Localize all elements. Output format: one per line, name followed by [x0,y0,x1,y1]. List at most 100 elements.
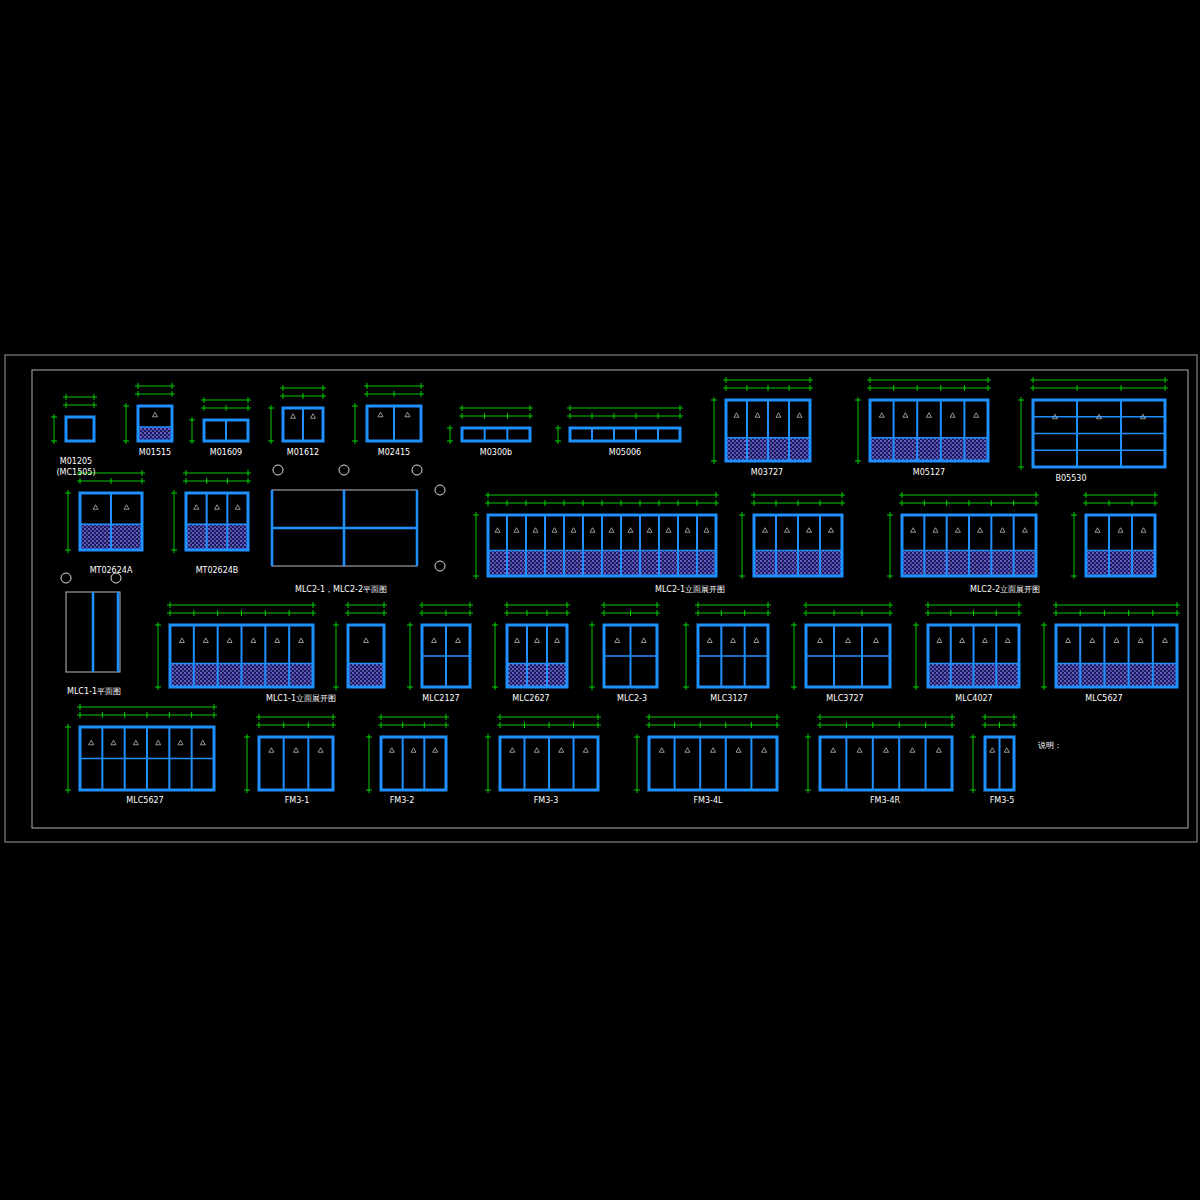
mullion [402,737,404,790]
drawing-label: MLC3727 [826,694,863,704]
dimension-line [183,473,251,474]
dimension-tick [768,610,769,616]
glass-mark [762,748,767,753]
dimension-line [256,725,336,726]
dimension-tick [268,408,274,409]
dimension-tick [171,550,177,551]
mullion [193,625,195,687]
window-elevation [155,602,316,690]
transom [186,524,248,526]
mullion [657,428,659,441]
dimension-tick [265,610,266,616]
window-frame [66,417,94,441]
dimension-line [808,734,809,793]
window-elevation [485,714,601,793]
window-frame [500,737,598,790]
transom [170,663,313,665]
mullion [898,737,900,790]
mullion [573,737,575,790]
dimension-tick [969,500,970,506]
transom [80,758,214,760]
plan-wall [117,592,120,672]
axis-bubble [435,485,445,495]
dimension-tick [66,402,67,408]
transom [870,437,988,439]
window-frame [754,515,842,576]
dimension-tick [214,704,215,710]
glass-mark [685,748,690,753]
dimension-tick [462,413,463,419]
dimension-tick [313,610,314,616]
plan-wall [92,592,95,672]
dimension-tick [855,400,861,401]
glass-mark [552,528,557,533]
window-elevation [366,714,449,793]
dimension-tick [985,714,986,720]
drawing-label: FM3-4R [870,796,900,806]
dimension-line [803,613,893,614]
glass-mark [736,748,741,753]
dimension-tick [674,722,675,728]
dimension-line [271,405,272,444]
dimension-tick [614,413,615,419]
dimension-tick [680,413,681,419]
mullion [423,737,425,790]
glass-mark [879,413,884,418]
dimension-line [77,707,217,708]
glass-mark [311,414,316,419]
window-elevation [791,602,893,690]
dimension-tick [887,576,893,577]
dimension-tick [902,500,903,506]
window-frame [1086,515,1155,576]
dimension-tick [422,610,423,616]
glass-mark [200,740,205,745]
dimension-line [817,717,955,718]
dimension-tick [768,602,769,608]
dimension-tick [507,602,508,608]
drawing-label: M01205 [60,457,92,467]
glass-mark [534,748,539,753]
mullion [950,625,952,687]
dimension-tick [289,610,290,616]
dimension-tick [227,478,228,484]
dimension-tick [51,441,57,442]
mullion [506,515,508,576]
glass-mark [389,748,394,753]
glass-mark [936,748,941,753]
glass-mark [641,638,646,643]
dimension-tick [447,441,453,442]
window-frame [806,625,890,687]
dimension-line [858,397,859,464]
dimension-tick [604,602,605,608]
glass-mark [1004,748,1009,753]
dimension-line [973,734,974,793]
dimension-line [410,622,411,690]
dimension-tick [1056,610,1057,616]
window-elevation [333,602,387,690]
dimension-tick [470,610,471,616]
dimension-tick [244,737,250,738]
mullion [677,515,679,576]
dimension-tick [348,602,349,608]
dimension-line [925,605,1022,606]
dimension-line [378,717,449,718]
window-elevation [447,405,533,444]
glass-mark [1118,528,1123,533]
dimension-tick [649,722,650,728]
mullion [995,625,997,687]
dimension-tick [549,722,550,728]
dimension-line [1044,622,1045,690]
dimension-tick [659,500,660,506]
dimension-tick [1177,602,1178,608]
dimension-tick [381,714,382,720]
glass-mark [227,638,232,643]
glass-mark [933,528,938,533]
glass-mark [628,528,633,533]
dimension-tick [172,383,173,389]
glass-mark [1005,638,1010,643]
dimension-tick [747,385,748,391]
mullion [225,420,227,441]
dimension-tick [527,610,528,616]
dimension-tick [217,610,218,616]
